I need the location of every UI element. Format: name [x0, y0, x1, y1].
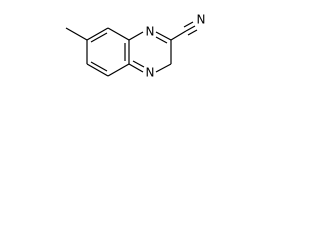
bond-c2-nitrile-carbon	[170, 30, 187, 41]
atom-label-n4: N	[146, 66, 155, 80]
bond-n4-c4a-inner	[132, 60, 145, 68]
molecule-canvas: N N N	[0, 0, 207, 101]
atom-label-n1: N	[146, 25, 155, 39]
bond-c3-n4	[155, 63, 172, 73]
bond-triple-2	[185, 25, 196, 32]
bond-c7-methyl	[65, 27, 88, 41]
bond-triple-3	[187, 29, 198, 36]
bond-c7-c8	[86, 27, 109, 41]
bond-n4-c4a	[128, 63, 144, 73]
atom-label-nitrile-n: N	[197, 13, 206, 27]
quinoxaline-carbonitrile-structure: N N N	[65, 13, 206, 80]
bond-c8-c8a	[107, 27, 130, 41]
bond-n1-c2	[155, 31, 172, 41]
bond-c7-c8-inner	[90, 32, 108, 43]
bond-c8a-n1	[128, 31, 144, 41]
bond-n1-c2-inner	[155, 36, 168, 44]
bond-c5-c6-inner	[90, 61, 108, 72]
bond-triple-1	[183, 21, 194, 28]
bond-c5-c6	[86, 63, 109, 77]
bond-c4a-c5	[107, 63, 130, 77]
